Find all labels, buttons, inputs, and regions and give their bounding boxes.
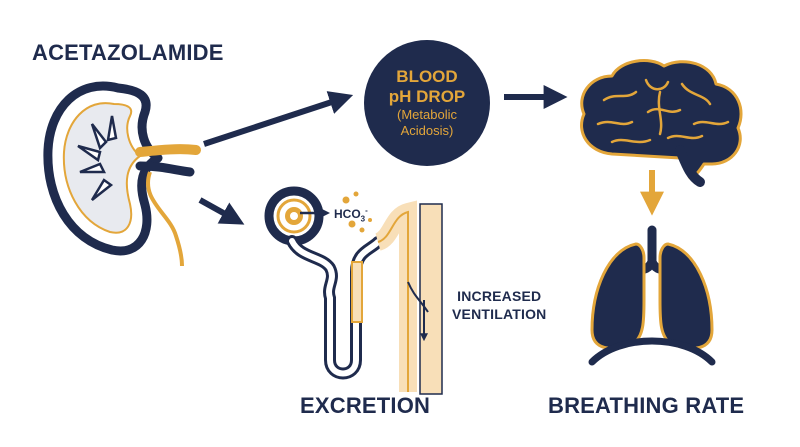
- bicarbonate-label: HCO3-: [334, 206, 368, 223]
- brain-icon: [580, 59, 743, 187]
- lungs-icon: [588, 225, 716, 366]
- blood-label: BLOOD: [396, 67, 458, 86]
- kidney-icon: [43, 81, 201, 267]
- acidosis-label: Acidosis): [400, 123, 454, 138]
- excretion-label: EXCRETION: [300, 393, 431, 418]
- bicarbonate-subscript: 3: [360, 214, 366, 224]
- ph-drop-label: pH DROP: [388, 87, 466, 106]
- bicarbonate-base: HCO: [334, 207, 361, 221]
- arrow-kidney-to-nephron: [198, 197, 245, 225]
- flow-arrows: [198, 85, 664, 225]
- breathing-rate-label: BREATHING RATE: [548, 393, 745, 418]
- bicarbonate-charge: -: [365, 206, 368, 215]
- nephron-icon: [264, 186, 443, 395]
- ventilation-line-1: INCREASED: [457, 288, 542, 304]
- ventilation-line-2: VENTILATION: [452, 306, 547, 322]
- ventilation-label: INCREASED VENTILATION: [452, 287, 547, 323]
- metabolic-label: (Metabolic: [397, 107, 457, 122]
- arrow-kidney-to-blood: [203, 91, 354, 147]
- page-title: ACETAZOLAMIDE: [32, 40, 224, 65]
- blood-ph-circle: BLOOD pH DROP (Metabolic Acidosis): [364, 40, 490, 166]
